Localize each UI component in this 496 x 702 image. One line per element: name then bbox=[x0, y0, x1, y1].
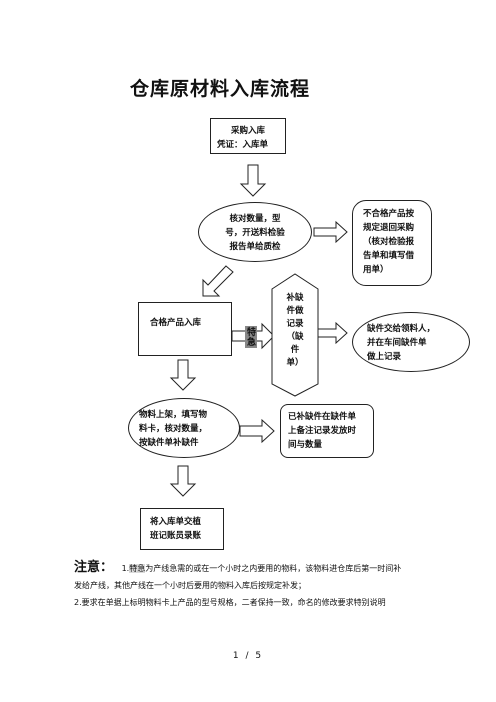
node-handover-line2: 并在车间缺件单 bbox=[367, 338, 427, 348]
node-ledger: 将入库单交植 班记账员录账 bbox=[140, 508, 224, 550]
notes-block: 注意： 1.特急为产线急需的或在一个小时之内要用的物料，该物料进仓库后第一时间补… bbox=[74, 561, 474, 610]
node-check-line1: 核对数量，型 bbox=[229, 214, 281, 224]
node-supplement-line6: 单） bbox=[286, 358, 304, 368]
node-ledger-line1: 将入库单交植 bbox=[150, 517, 202, 527]
right-arrow-handover bbox=[317, 321, 348, 345]
diagonal-arrow-qualified bbox=[202, 265, 234, 297]
node-supplement-line3: 记录 bbox=[286, 319, 304, 329]
node-supplement-line4: （缺 bbox=[286, 332, 304, 342]
node-check-line2: 号，开送料检验 bbox=[225, 228, 285, 238]
note-line-3: 2.要求在单据上标明物料卡上产品的型号规格，二者保持一致，命名的修改要求特别说明 bbox=[74, 598, 386, 607]
node-supplement-line2: 件做 bbox=[286, 306, 304, 316]
note-1-num: 1. bbox=[121, 564, 130, 573]
node-purchase-line2: 凭证：入库单 bbox=[217, 140, 269, 150]
node-qualified: 合格产品入库 bbox=[138, 302, 232, 356]
note-1-highlight: 特急 bbox=[129, 564, 146, 573]
node-supplement: 补缺 件做 记录 （缺 件 单） bbox=[274, 292, 316, 370]
node-reject-line2: 规定退回采购 bbox=[363, 223, 415, 233]
node-recorded: 已补缺件在缺件单 上备注记录发放时 间与数量 bbox=[280, 404, 374, 458]
node-handover-line1: 缺件交给领料人， bbox=[367, 324, 436, 334]
node-supplement-line1: 补缺 bbox=[286, 293, 304, 303]
node-recorded-line2: 上备注记录发放时 bbox=[288, 426, 357, 436]
node-recorded-line1: 已补缺件在缺件单 bbox=[288, 412, 357, 422]
node-shelve-line2: 料卡，核对数量， bbox=[139, 424, 208, 434]
down-arrow-1 bbox=[239, 164, 267, 197]
node-shelve: 物料上架，填写物 料卡，核对数量， 按缺件单补缺件 bbox=[128, 398, 240, 458]
node-ledger-line2: 班记账员录账 bbox=[150, 531, 202, 541]
node-handover: 缺件交给领料人， 并在车间缺件单 做上记录 bbox=[352, 312, 470, 372]
urgent-tag: 特急 bbox=[245, 326, 257, 348]
note-line-2: 发给产线，其他产线在一个小时后要用的物料入库后按规定补发； bbox=[74, 581, 306, 590]
down-arrow-3 bbox=[169, 465, 197, 497]
page-title: 仓库原材料入库流程 bbox=[130, 78, 311, 100]
node-purchase-line1: 采购入库 bbox=[231, 126, 266, 136]
note-1-text-a: 为产线急需的或在一个小时之内要用的物料，该物料进仓库后第一时间补 bbox=[145, 564, 402, 573]
notes-head: 注意： bbox=[74, 560, 114, 575]
node-reject-line1: 不合格产品按 bbox=[363, 209, 415, 219]
right-arrow-reject bbox=[313, 220, 348, 244]
node-reject-line5: 用单） bbox=[363, 265, 389, 275]
node-purchase: 采购入库 凭证：入库单 bbox=[210, 118, 286, 154]
note-line-1: 注意： 1.特急为产线急需的或在一个小时之内要用的物料，该物料进仓库后第一时间补 bbox=[74, 561, 474, 576]
page-number: 1 / 5 bbox=[232, 651, 264, 661]
node-qualified-label: 合格产品入库 bbox=[150, 318, 202, 328]
urgent-tag-label: 特急 bbox=[245, 327, 255, 347]
down-arrow-2 bbox=[169, 359, 197, 391]
node-reject-line3: （核对检验报 bbox=[363, 237, 415, 247]
node-reject-line4: 告单和填写借 bbox=[363, 251, 415, 261]
node-reject: 不合格产品按 规定退回采购 （核对检验报 告单和填写借 用单） bbox=[352, 200, 432, 286]
node-shelve-line1: 物料上架，填写物 bbox=[139, 410, 208, 420]
node-handover-line3: 做上记录 bbox=[367, 352, 402, 362]
node-recorded-line3: 间与数量 bbox=[288, 440, 323, 450]
node-check: 核对数量，型 号，开送料检验 报告单给质检 bbox=[198, 202, 312, 262]
supplement-shape bbox=[271, 273, 319, 397]
node-shelve-line3: 按缺件单补缺件 bbox=[139, 438, 199, 448]
right-arrow-recorded bbox=[239, 418, 275, 444]
node-supplement-line5: 件 bbox=[290, 345, 300, 355]
node-check-line3: 报告单给质检 bbox=[229, 242, 281, 252]
